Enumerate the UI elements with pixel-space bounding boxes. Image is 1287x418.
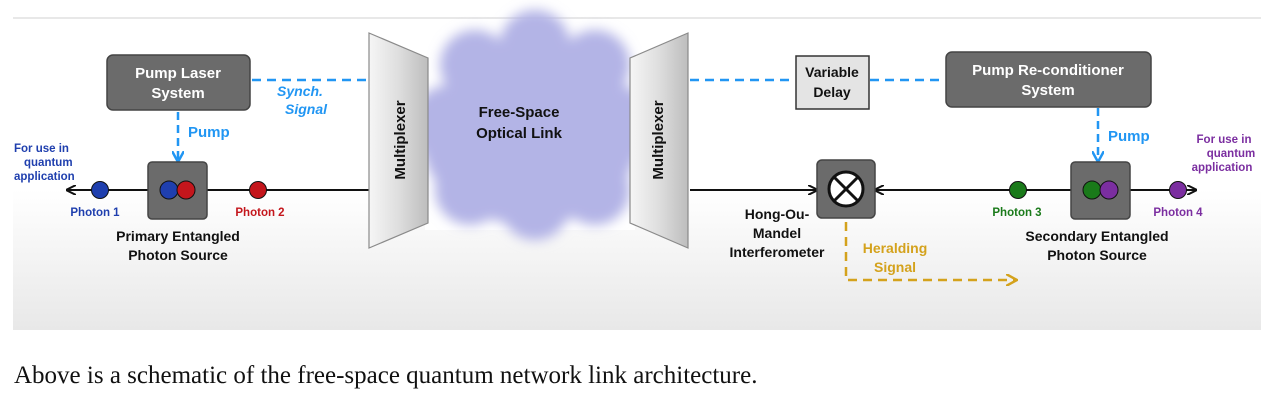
pump-label-right: Pump (1108, 128, 1150, 145)
pump-reconditioner-label-line1: Pump Re-conditioner (972, 62, 1124, 79)
variable-delay-box (795, 55, 870, 110)
for-use-left-line2: quantum (24, 157, 73, 169)
pump-label-left: Pump (188, 124, 230, 141)
pump-laser-label-line1: Pump Laser (135, 65, 221, 82)
for-use-right-line2: quantum (1207, 148, 1256, 160)
photon2-dot (249, 181, 267, 199)
secondary-source-purple-photon (1099, 180, 1119, 200)
hom-detector-icon (827, 170, 865, 208)
photon3-dot (1009, 181, 1027, 199)
caption: Above is a schematic of the free-space q… (14, 362, 758, 389)
pump-reconditioner-box (945, 51, 1152, 108)
pump-reconditioner-label-line2: System (1021, 82, 1074, 99)
photon2-label: Photon 2 (235, 207, 284, 219)
free-space-cloud (410, 10, 655, 240)
variable-delay-label-line2: Delay (813, 84, 851, 100)
photon1-dot (91, 181, 109, 199)
multiplexer-left-label: Multiplexer (392, 100, 409, 179)
variable-delay-label-line1: Variable (805, 64, 859, 80)
multiplexer-left (368, 32, 429, 249)
secondary-source-green-photon (1082, 180, 1102, 200)
pump-laser-label-line2: System (151, 85, 204, 102)
primary-source-label-line1: Primary Entangled (116, 228, 240, 244)
synch-signal-label-line2: Signal (285, 101, 328, 117)
multiplexer-right-label: Multiplexer (650, 100, 667, 179)
primary-source-label-line2: Photon Source (128, 247, 228, 263)
primary-source-red-photon (176, 180, 196, 200)
hom-label-line1: Hong-Ou- (745, 206, 810, 222)
free-space-label-line2: Optical Link (476, 125, 563, 142)
for-use-left-line3: application (14, 171, 75, 183)
heralding-label-line1: Heralding (863, 240, 928, 256)
heralding-signal-line (844, 222, 1015, 280)
multiplexer-right (629, 32, 689, 249)
secondary-source-label-line2: Photon Source (1047, 247, 1147, 263)
synch-signal-label-line1: Synch. (277, 83, 323, 99)
heralding-label-line2: Signal (874, 259, 916, 275)
secondary-source-label-line1: Secondary Entangled (1025, 228, 1168, 244)
photon4-dot (1169, 181, 1187, 199)
hom-label-line3: Interferometer (730, 244, 825, 260)
photon1-label: Photon 1 (70, 207, 120, 219)
photon3-label: Photon 3 (992, 207, 1041, 219)
primary-source-blue-photon (159, 180, 179, 200)
for-use-right-line1: For use in (1197, 134, 1252, 146)
free-space-label-line1: Free-Space (479, 104, 560, 121)
for-use-left-line1: For use in (14, 143, 69, 155)
photon4-label: Photon 4 (1153, 207, 1203, 219)
for-use-right-line3: application (1192, 162, 1253, 174)
hom-label-line2: Mandel (753, 225, 801, 241)
pump-laser-box (106, 54, 251, 111)
